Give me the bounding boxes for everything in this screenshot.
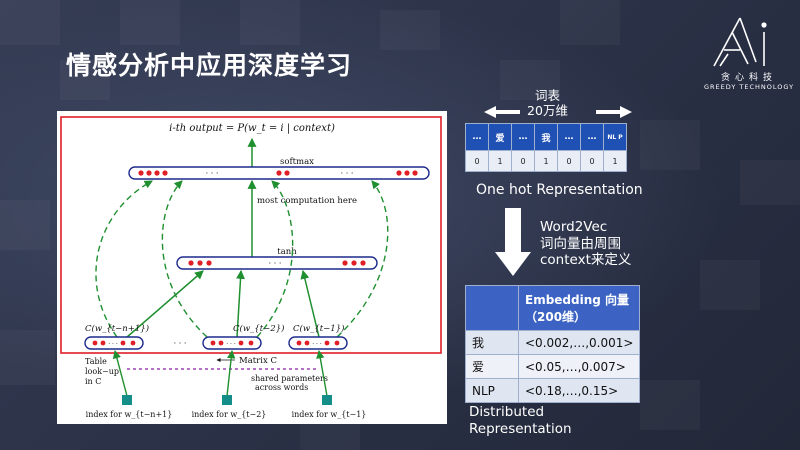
- slide-title: 情感分析中应用深度学习: [66, 51, 353, 80]
- svg-text:· · ·: · · ·: [312, 341, 322, 348]
- input-units: [92, 340, 340, 346]
- greedy-logo-icon: [713, 17, 767, 67]
- svg-text:in C: in C: [85, 377, 101, 386]
- onehot-header: …: [580, 123, 604, 151]
- skip-connections: [95, 180, 389, 338]
- vocab-label: 词表 20万维: [520, 88, 575, 118]
- embedding-header: Embedding 向量（200维）: [517, 285, 641, 331]
- red-highlight-frame: [60, 116, 442, 354]
- softmax-units: [138, 170, 418, 176]
- index-squares: [122, 395, 332, 405]
- vocab-label-line1: 词表: [534, 88, 560, 103]
- svg-text:· · ·: · · ·: [108, 341, 118, 348]
- onehot-value: 0: [465, 150, 489, 172]
- word2vec-line3: context来定义: [540, 252, 632, 268]
- c-label-3: C(w_{t−1}): [293, 323, 344, 334]
- embedding-header-blank: [465, 285, 519, 331]
- tanh-ellipsis: · · ·: [269, 259, 282, 268]
- embedding-vector: <0.002,…,0.001>: [517, 330, 641, 355]
- shared-parameters-label: shared parameters across words: [251, 374, 328, 392]
- onehot-header: NL P: [603, 123, 627, 151]
- svg-text:index for w_{t−2}: index for w_{t−2}: [192, 410, 267, 419]
- tanh-label: tanh: [277, 247, 297, 257]
- index-labels: index for w_{t−n+1} index for w_{t−2} in…: [86, 410, 367, 419]
- svg-text:look−up: look−up: [85, 367, 119, 376]
- vocab-label-line2: 20万维: [527, 103, 568, 118]
- one-hot-table: … 爱 … 我 … … NL P 0 1 0 1 0 0 1: [465, 123, 627, 172]
- input-vector-2: [202, 336, 262, 350]
- embedding-table: Embedding 向量（200维） 我 <0.002,…,0.001> 爱 <…: [465, 285, 641, 403]
- down-arrow-icon: [495, 208, 531, 276]
- embedding-vector: <0.05,…,0.007>: [517, 354, 641, 379]
- nnlm-diagram: i-th output = P(w_t = i | context) softm…: [60, 116, 442, 419]
- input-to-tanh-arrows: [126, 269, 320, 338]
- vocab-span-arrows: [484, 106, 632, 118]
- one-hot-label: One hot Representation: [476, 182, 643, 198]
- embedding-word: 我: [465, 330, 519, 355]
- index-to-input-arrows: [112, 349, 328, 397]
- embedding-word: NLP: [465, 378, 519, 403]
- svg-text:across words: across words: [255, 383, 308, 392]
- c-label-2: C(w_{t−2}): [233, 323, 284, 334]
- input-vector-dots: · · · · · · · · ·: [108, 341, 322, 348]
- input-vector-1: [84, 336, 144, 350]
- distributed-label-line2: Representation: [469, 421, 572, 437]
- onehot-value: 0: [511, 150, 535, 172]
- onehot-value: 0: [557, 150, 581, 172]
- c-label-1: C(w_{t−n+1}): [85, 323, 149, 334]
- onehot-value: 1: [603, 150, 627, 172]
- tanh-units: [188, 260, 366, 266]
- neural-language-model-figure: i-th output = P(w_t = i | context) softm…: [57, 111, 447, 424]
- svg-text:· · ·: · · ·: [226, 341, 236, 348]
- tanh-layer: [176, 256, 378, 270]
- word2vec-note: Word2Vec 词向量由周围 context来定义: [540, 219, 631, 269]
- output-label: i-th output = P(w_t = i | context): [169, 123, 335, 134]
- logo-chinese-name: 贪心科技: [720, 73, 777, 83]
- softmax-ellipsis-1: · · ·: [206, 169, 219, 178]
- svg-text:index for w_{t−n+1}: index for w_{t−n+1}: [86, 410, 173, 419]
- onehot-value: 1: [534, 150, 558, 172]
- softmax-ellipsis-2: · · ·: [341, 169, 354, 178]
- distributed-label-line1: Distributed: [469, 404, 545, 420]
- most-computation-label: most computation here: [257, 196, 357, 206]
- svg-text:Table: Table: [85, 357, 107, 366]
- embedding-word: 爱: [465, 354, 519, 379]
- distributed-representation-label: Distributed Representation: [469, 404, 572, 438]
- onehot-header: …: [465, 123, 489, 151]
- onehot-header: …: [511, 123, 535, 151]
- onehot-header: 我: [534, 123, 558, 151]
- word2vec-line2: 词向量由周围: [540, 235, 621, 252]
- input-ellipsis: · · ·: [174, 339, 187, 348]
- svg-text:index for w_{t−1}: index for w_{t−1}: [292, 410, 367, 419]
- matrix-c-label: Matrix C: [239, 356, 277, 366]
- embedding-vector: <0.18,…,0.15>: [517, 378, 641, 403]
- word2vec-line1: Word2Vec: [540, 219, 608, 235]
- svg-text:shared parameters: shared parameters: [251, 374, 328, 383]
- onehot-value: 0: [580, 150, 604, 172]
- softmax-label: softmax: [280, 157, 314, 167]
- logo-english-name: GREEDY TECHNOLOGY: [703, 83, 795, 91]
- onehot-value: 1: [488, 150, 512, 172]
- onehot-header: …: [557, 123, 581, 151]
- onehot-header: 爱: [488, 123, 512, 151]
- input-vector-3: [288, 336, 348, 350]
- table-lookup-label: Table look−up in C: [85, 357, 119, 386]
